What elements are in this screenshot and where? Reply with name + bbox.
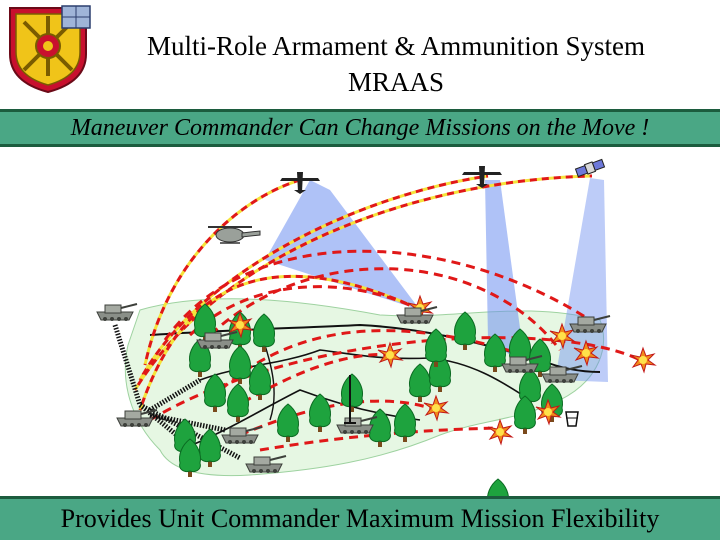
footer-banner: Provides Unit Commander Maximum Mission … xyxy=(0,496,720,540)
title-line-2: MRAAS xyxy=(347,67,445,97)
mission-banner: Maneuver Commander Can Change Missions o… xyxy=(0,109,720,147)
footer-text: Provides Unit Commander Maximum Mission … xyxy=(60,504,660,533)
banner-text: Maneuver Commander Can Change Missions o… xyxy=(70,115,650,141)
artillery-launcher-icon xyxy=(344,375,356,424)
satellite-icon xyxy=(574,158,606,178)
page-title: Multi-Role Armament & Ammunition System … xyxy=(96,28,696,100)
helicopter-icon xyxy=(208,226,261,244)
crest-logo-icon xyxy=(9,5,91,94)
title-line-1: Multi-Role Armament & Ammunition System xyxy=(147,31,645,61)
battlefield-illustration xyxy=(96,158,656,496)
